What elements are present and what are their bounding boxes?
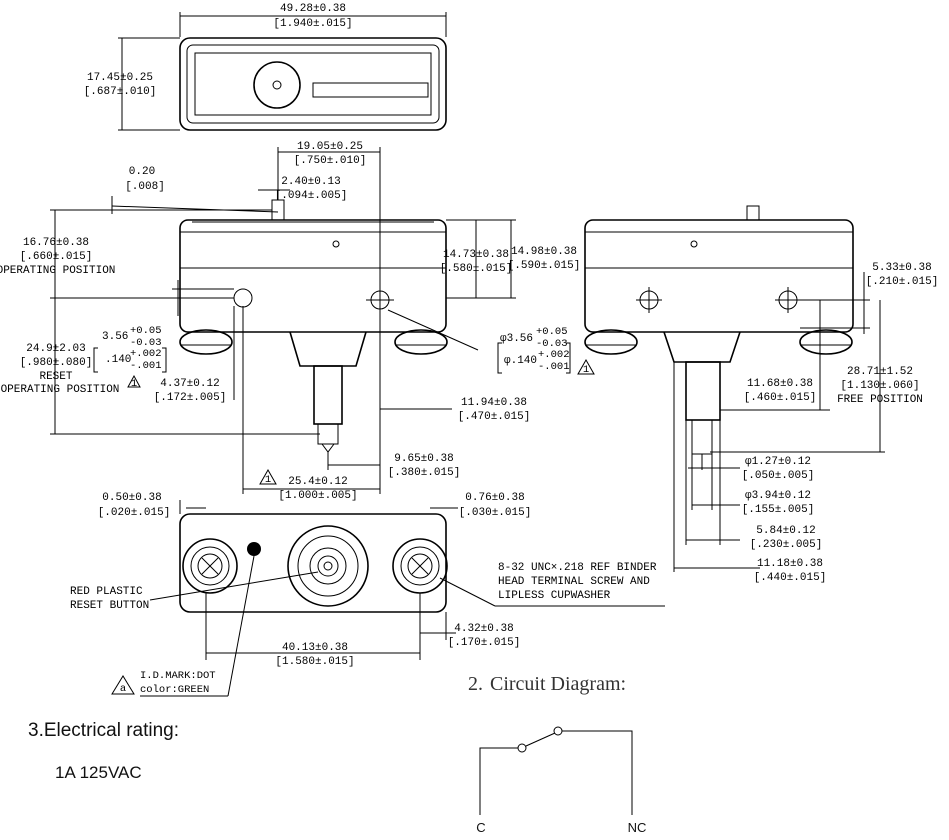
circuit-num: 2. xyxy=(468,673,483,695)
front-d6-in: [.590±.015] xyxy=(508,260,581,272)
circuit-c-label: C xyxy=(476,820,485,835)
front-d8-in-up: +.002 xyxy=(130,348,162,360)
top-view: 49.28±0.38 [1.940±.015] 17.45±0.25 [.687… xyxy=(84,3,447,131)
front-d11-in: [.470±.015] xyxy=(458,411,531,423)
front-d4-label: OPERATING POSITION xyxy=(0,265,115,277)
front-d7-mm: 24.9±2.03 xyxy=(26,343,85,355)
side-d6-mm: 5.84±0.12 xyxy=(756,525,815,537)
side-d5-mm: φ3.94±0.12 xyxy=(745,490,811,502)
front-d3-in: [.094±.005] xyxy=(275,190,348,202)
side-d1-mm: 5.33±0.38 xyxy=(872,262,931,274)
front-d7-in: [.980±.080] xyxy=(20,357,93,369)
bottom-note3: LIPLESS CUPWASHER xyxy=(498,590,611,602)
circuit-title: Circuit Diagram: xyxy=(490,673,626,695)
top-height-mm: 17.45±0.25 xyxy=(87,72,153,84)
front-d2-mm: 0.20 xyxy=(129,166,155,178)
front-d10-tol-dn: -0.03 xyxy=(536,338,568,350)
front-d4-in: [.660±.015] xyxy=(20,251,93,263)
front-d7-label2: OPERATING POSITION xyxy=(1,384,120,396)
front-d13-in: [1.000±.005] xyxy=(278,490,357,502)
front-d10-in-up: +.002 xyxy=(538,349,570,361)
bottom-d1-in: [.020±.015] xyxy=(98,507,171,519)
side-d1-in: [.210±.015] xyxy=(866,276,939,288)
top-width-in: [1.940±.015] xyxy=(273,18,352,30)
front-d8-tol-dn: -0.03 xyxy=(130,337,162,349)
front-d8-in: .140 xyxy=(105,354,131,366)
front-d10-tol-up: +0.05 xyxy=(536,326,568,338)
side-d2-label: FREE POSITION xyxy=(837,394,923,406)
bottom-d3-in: [1.580±.015] xyxy=(275,656,354,668)
bottom-reset2: RESET BUTTON xyxy=(70,600,149,612)
front-d9-mm: 4.37±0.12 xyxy=(160,378,219,390)
side-d3-mm: 11.68±0.38 xyxy=(747,378,813,390)
front-d6-mm: 14.98±0.38 xyxy=(511,246,577,258)
bottom-view: 0.50±0.38 [.020±.015] 0.76±0.38 [.030±.0… xyxy=(70,492,665,697)
electrical-title: 3.Electrical rating: xyxy=(28,720,179,741)
top-height-in: [.687±.010] xyxy=(84,86,157,98)
front-d10-in: φ.140 xyxy=(504,355,537,367)
front-warn-right: 1 xyxy=(583,364,589,376)
side-view: 5.33±0.38 [.210±.015] 28.71±1.52 [1.130±… xyxy=(584,205,939,584)
electrical-value: 1A 125VAC xyxy=(55,763,142,782)
front-d11-mm: 11.94±0.38 xyxy=(461,397,527,409)
side-d2-mm: 28.71±1.52 xyxy=(847,366,913,378)
front-d9-in: [.172±.005] xyxy=(154,392,227,404)
front-d4-mm: 16.76±0.38 xyxy=(23,237,89,249)
side-d7-in: [.440±.015] xyxy=(754,572,827,584)
front-d1-mm: 19.05±0.25 xyxy=(297,141,363,153)
side-d2-in: [1.130±.060] xyxy=(840,380,919,392)
front-d13-mm: 25.4±0.12 xyxy=(288,476,347,488)
bottom-d1-mm: 0.50±0.38 xyxy=(102,492,161,504)
front-view: 19.05±0.25 [.750±.010] 2.40±0.13 [.094±.… xyxy=(0,141,595,502)
front-warn-left: 1 xyxy=(131,378,137,390)
side-d4-in: [.050±.005] xyxy=(742,470,815,482)
front-d2-in: [.008] xyxy=(125,181,165,193)
front-d12-mm: 9.65±0.38 xyxy=(394,453,453,465)
front-d8-tol-up: +0.05 xyxy=(130,325,162,337)
front-d7-label1: RESET xyxy=(39,371,72,383)
circuit-nc-label: NC xyxy=(628,820,647,835)
id-warn-sym: a xyxy=(120,683,126,695)
side-d3-in: [.460±.015] xyxy=(744,392,817,404)
front-d8-mm: 3.56 xyxy=(102,331,128,343)
front-d3-mm: 2.40±0.13 xyxy=(281,176,340,188)
electrical-rating: 3.Electrical rating: 1A 125VAC xyxy=(28,720,179,782)
top-width-mm: 49.28±0.38 xyxy=(280,3,346,15)
side-d7-mm: 11.18±0.38 xyxy=(757,558,823,570)
bottom-id2: color:GREEN xyxy=(140,684,209,696)
front-d1-in: [.750±.010] xyxy=(294,155,367,167)
front-d12-in: [.380±.015] xyxy=(388,467,461,479)
front-d10-in-dn: -.001 xyxy=(538,361,570,373)
bottom-reset1: RED PLASTIC xyxy=(70,586,143,598)
side-d5-in: [.155±.005] xyxy=(742,504,815,516)
id-dot-icon xyxy=(247,542,261,556)
side-d6-in: [.230±.005] xyxy=(750,539,823,551)
circuit-diagram: 2. Circuit Diagram: C NC xyxy=(468,673,646,835)
bottom-d2-in: [.030±.015] xyxy=(459,507,532,519)
front-warn-25: 1 xyxy=(265,474,271,486)
front-d8-in-dn: -.001 xyxy=(130,360,162,372)
side-d4-mm: φ1.27±0.12 xyxy=(745,456,811,468)
front-d5-mm: 14.73±0.38 xyxy=(443,249,509,261)
bottom-note1: 8-32 UNC×.218 REF BINDER xyxy=(498,562,657,574)
bottom-note2: HEAD TERMINAL SCREW AND xyxy=(498,576,650,588)
bottom-d4-in: [.170±.015] xyxy=(448,637,521,649)
front-d10-mm: φ3.56 xyxy=(500,333,533,345)
bottom-d3-mm: 40.13±0.38 xyxy=(282,642,348,654)
front-d5-in: [.580±.015] xyxy=(440,263,513,275)
bottom-d4-mm: 4.32±0.38 xyxy=(454,623,513,635)
bottom-id1: I.D.MARK:DOT xyxy=(140,670,216,682)
bottom-d2-mm: 0.76±0.38 xyxy=(465,492,524,504)
